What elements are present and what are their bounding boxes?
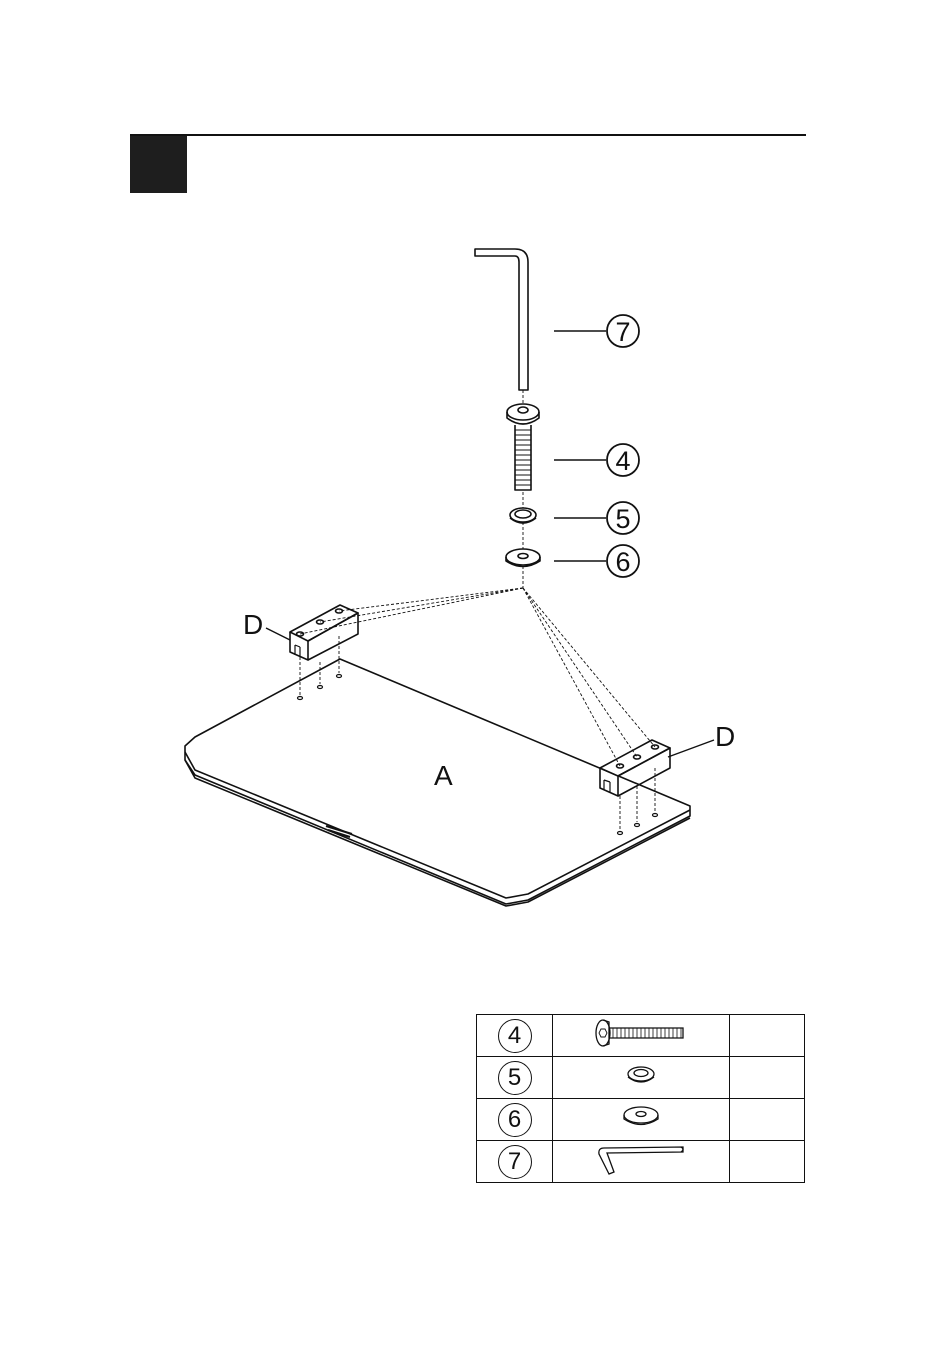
quantity-cell (730, 1141, 805, 1183)
part-number: 7 (498, 1145, 532, 1179)
label-d-left: D (243, 609, 263, 640)
part-number: 4 (498, 1019, 532, 1053)
allen-key (475, 249, 528, 390)
spring-washer-icon (621, 1060, 661, 1090)
spring-washer (510, 508, 536, 523)
bracket-left (290, 605, 358, 660)
quantity-cell (730, 1099, 805, 1141)
quantity-cell (730, 1015, 805, 1057)
callout-4: 4 (615, 446, 630, 476)
table-row: 4 (477, 1015, 805, 1057)
callout-6: 6 (615, 547, 630, 577)
parts-table: 4 5 (476, 1014, 805, 1183)
callout-5: 5 (615, 504, 630, 534)
table-row: 6 (477, 1099, 805, 1141)
label-a-panel: A (434, 760, 453, 791)
part-number: 6 (498, 1103, 532, 1137)
flat-washer (506, 549, 540, 567)
bolt-icon (591, 1016, 691, 1050)
flat-washer-icon (619, 1102, 663, 1132)
allen-key-icon (595, 1142, 687, 1176)
quantity-cell (730, 1057, 805, 1099)
part-number: 5 (498, 1061, 532, 1095)
table-row: 5 (477, 1057, 805, 1099)
bolt (507, 404, 539, 490)
callout-7: 7 (615, 317, 630, 347)
label-d-right: D (715, 721, 735, 752)
table-row: 7 (477, 1141, 805, 1183)
